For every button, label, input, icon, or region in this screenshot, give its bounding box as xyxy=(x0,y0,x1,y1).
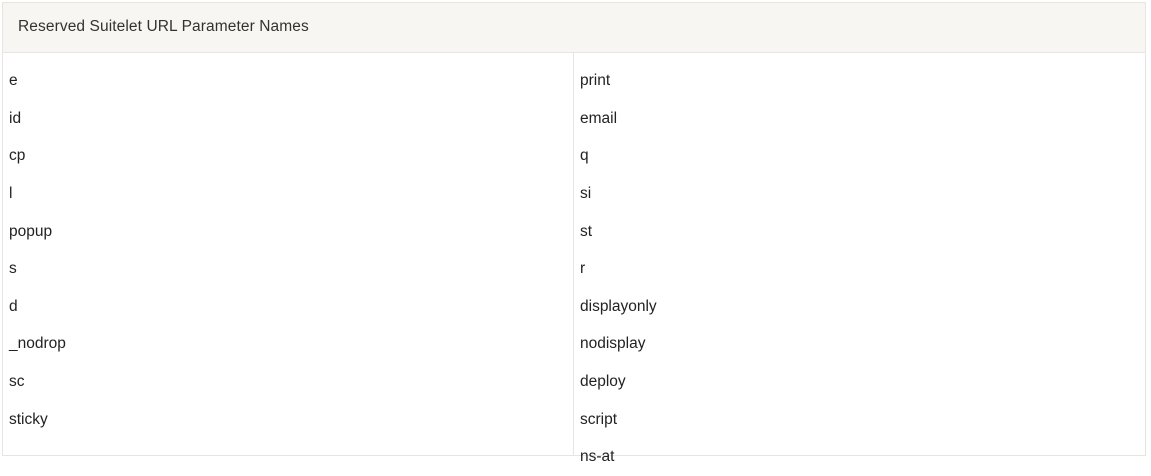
table-cell: sticky xyxy=(9,410,48,428)
table-cell: email xyxy=(580,109,618,127)
table-cell: s xyxy=(9,260,17,278)
table-cell: ns-at xyxy=(580,448,615,466)
table-cell: script xyxy=(580,410,618,428)
table-cell: si xyxy=(580,185,592,203)
table-cell: d xyxy=(9,297,18,315)
table-cell: e xyxy=(9,72,18,90)
table-cell: cp xyxy=(9,147,26,165)
table-body: e id cp l popup s d _nodrop sc sticky pr… xyxy=(3,53,1145,465)
table-cell: nodisplay xyxy=(580,335,646,353)
table-column-left: e id cp l popup s d _nodrop sc sticky xyxy=(3,53,574,455)
table-cell: id xyxy=(9,109,22,127)
table-caption: Reserved Suitelet URL Parameter Names xyxy=(3,3,1145,53)
table-cell-empty xyxy=(3,438,573,476)
table-cell: q xyxy=(580,147,589,165)
table-cell: deploy xyxy=(580,373,626,391)
table-cell: popup xyxy=(9,222,53,240)
table-cell: l xyxy=(9,185,13,203)
table-cell: r xyxy=(580,260,586,278)
table-cell: _nodrop xyxy=(9,335,66,353)
table-cell: displayonly xyxy=(580,297,657,315)
table-cell: sc xyxy=(9,373,25,391)
reserved-parameters-table: Reserved Suitelet URL Parameter Names e … xyxy=(2,2,1146,465)
page-root: Reserved Suitelet URL Parameter Names e … xyxy=(2,2,1146,465)
table-column-right: print email q si st r displayonly nodisp… xyxy=(574,53,1145,465)
table-caption-text: Reserved Suitelet URL Parameter Names xyxy=(18,18,309,36)
table-cell: print xyxy=(580,72,611,90)
table-cell: st xyxy=(580,222,593,240)
